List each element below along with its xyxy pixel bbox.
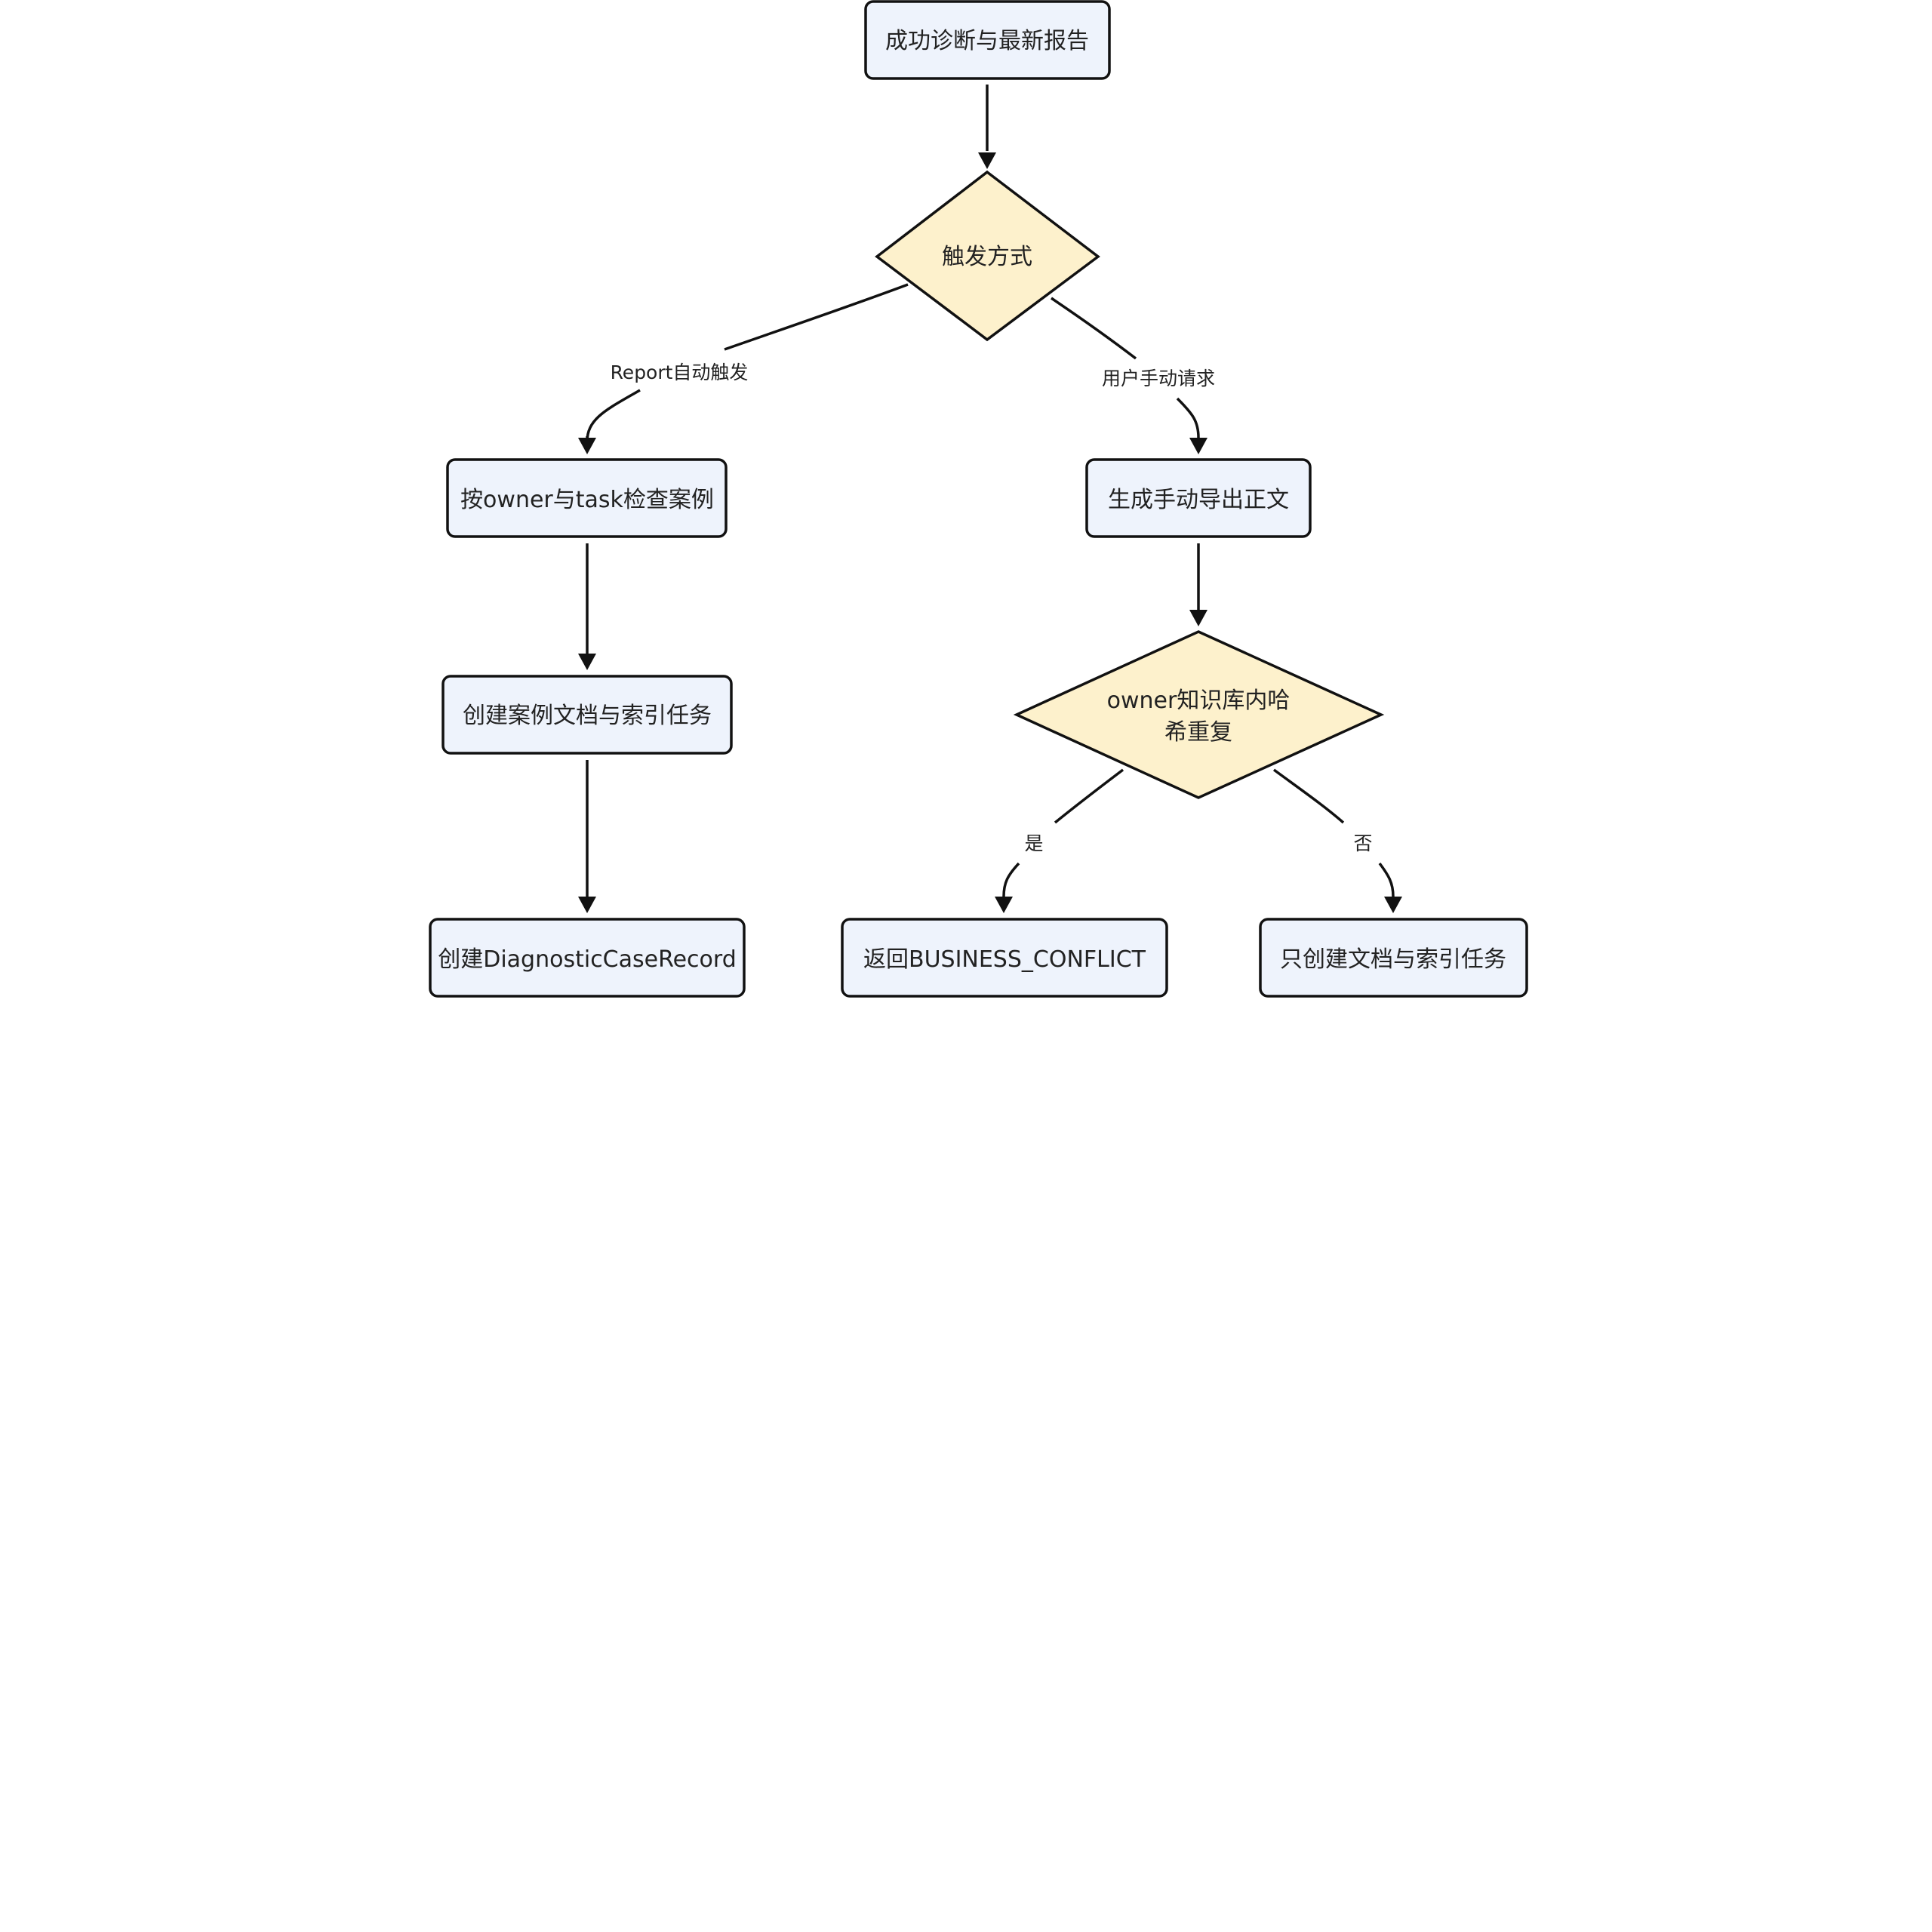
edge-labels: Report自动触发 用户手动请求 是 否 [611, 361, 1373, 854]
node-gen-export-box [1085, 458, 1312, 538]
edge-hash-dup-to-create-doc-b-lower [1378, 862, 1395, 897]
node-return-conflict: 返回BUSINESS_CONFLICT [841, 918, 1168, 998]
node-create-record: 创建DiagnosticCaseRecord [429, 918, 746, 998]
node-create-record-box [429, 918, 746, 998]
arrowhead-hash-dup-to-return-conflict [995, 897, 1013, 913]
arrowhead-create-doc-a-to-create-record [578, 897, 596, 913]
node-gen-export-label: 生成手动导出正文 [1108, 487, 1289, 513]
node-start-box [864, 0, 1111, 80]
edge-label-no: 否 [1353, 832, 1372, 854]
node-create-doc-a: 创建案例文档与索引任务 [441, 675, 733, 755]
edge-label-manual: 用户手动请求 [1102, 368, 1215, 389]
node-create-doc-b-box [1259, 918, 1528, 998]
edge-hash-dup-to-return-conflict-lower [1002, 862, 1020, 897]
edge-trigger-to-gen-export-lower [1176, 397, 1200, 438]
arrowhead-trigger-to-gen-export [1189, 438, 1208, 454]
node-check-case: 按owner与task检查案例 [446, 458, 728, 538]
edge-hash-dup-to-return-conflict [1054, 768, 1124, 824]
node-gen-export: 生成手动导出正文 [1085, 458, 1312, 538]
node-trigger: 触发方式 [875, 170, 1100, 342]
edge-hash-dup-to-create-doc-b [1272, 768, 1345, 824]
edge-label-auto: Report自动触发 [611, 361, 749, 383]
node-trigger-label: 触发方式 [942, 244, 1032, 270]
node-hash-dup-label-line1: owner知识库内哈 [1107, 688, 1291, 714]
node-check-case-label: 按owner与task检查案例 [460, 487, 714, 513]
node-start: 成功诊断与最新报告 [864, 0, 1111, 80]
edge-trigger-to-gen-export [1051, 297, 1137, 360]
node-hash-dup: owner知识库内哈 希重复 [1013, 630, 1385, 799]
edge-label-yes: 是 [1024, 832, 1043, 854]
node-create-record-label: 创建DiagnosticCaseRecord [438, 946, 737, 973]
arrowhead-check-case-to-create-doc-a [578, 654, 596, 670]
edges [578, 85, 1402, 913]
node-create-doc-b: 只创建文档与索引任务 [1259, 918, 1528, 998]
edge-trigger-to-check-case-lower [586, 389, 641, 442]
node-return-conflict-label: 返回BUSINESS_CONFLICT [863, 946, 1146, 973]
edge-trigger-to-check-case [724, 283, 909, 351]
arrowhead-trigger-to-check-case [578, 438, 596, 454]
node-check-case-box [446, 458, 728, 538]
node-start-label: 成功诊断与最新报告 [885, 28, 1089, 54]
node-hash-dup-label-line2: 希重复 [1164, 719, 1232, 746]
node-hash-dup-diamond [1013, 630, 1385, 799]
node-trigger-diamond [875, 170, 1100, 342]
arrowhead-gen-export-to-hash-dup [1189, 610, 1208, 626]
node-create-doc-a-box [441, 675, 733, 755]
node-return-conflict-box [841, 918, 1168, 998]
node-create-doc-b-label: 只创建文档与索引任务 [1280, 946, 1506, 973]
arrowhead-hash-dup-to-create-doc-b [1384, 897, 1402, 913]
node-create-doc-a-label: 创建案例文档与索引任务 [463, 703, 712, 729]
arrowhead-start-to-trigger [978, 152, 996, 169]
